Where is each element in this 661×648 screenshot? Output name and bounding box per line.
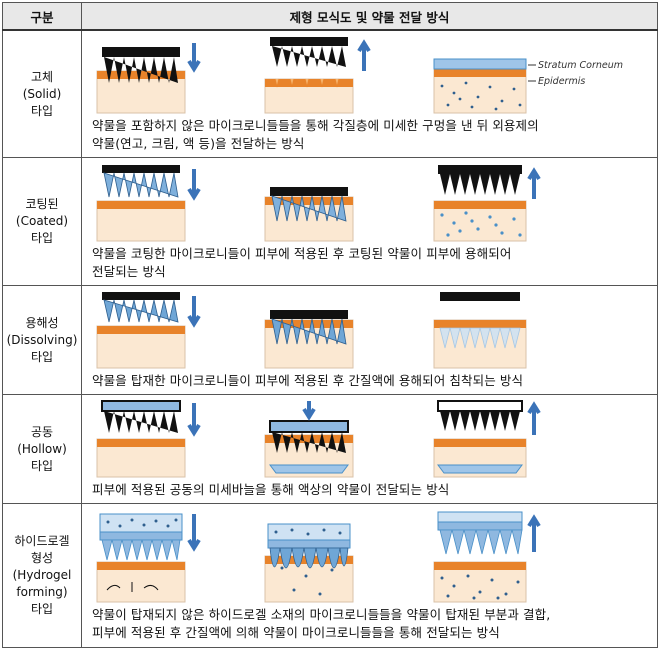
type-cell-solid: 고체 (Solid) 타입	[2, 29, 82, 158]
description-hydrogel: 약물이 탑재되지 않은 하이드로겔 소재의 마이크로니들들을 약물이 탑재된 부…	[82, 606, 657, 646]
description-line: 전달되는 방식	[92, 263, 166, 279]
table-row-coated: 코팅된 (Coated) 타입	[2, 157, 658, 286]
type-cell-dissolving: 용해성 (Dissolving) 타입	[2, 285, 82, 395]
annotation-stratum-corneum: Stratum Corneum	[538, 60, 623, 71]
diagram-dissolving	[96, 292, 527, 369]
header-type: 구분	[2, 2, 82, 31]
description-line: 약물(연고, 크림, 액 등)을 전달하는 방식	[92, 136, 305, 151]
type-cell-hydrogel: 하이드로겔 형성 (Hydrogel forming) 타입	[2, 503, 82, 648]
description-line: 약물을 포함하지 않은 마이크로니들들을 통해 각질층에 미세한 구멍을 낸 뒤…	[92, 118, 539, 133]
arrow-down-icon	[187, 43, 201, 73]
type-label-line: 공동	[30, 424, 54, 439]
dissolving-panel-approach	[96, 292, 201, 369]
description-line: 약물을 코팅한 마이크로니들이 피부에 적용된 후 코팅된 약물이 피부에 용해…	[92, 245, 512, 261]
coated-panel-approach	[96, 164, 201, 241]
content-cell-coated: 약물을 코팅한 마이크로니들이 피부에 적용된 후 코팅된 약물이 피부에 용해…	[81, 157, 658, 286]
type-label-line: 하이드로겔	[14, 534, 70, 548]
arrow-down-icon	[187, 403, 201, 437]
diagram-hydrogel	[96, 511, 541, 602]
arrow-down-icon	[302, 401, 316, 421]
hydrogel-panel-released	[433, 511, 541, 602]
table-row-dissolving: 용해성 (Dissolving) 타입	[2, 285, 658, 395]
table-row-solid: 고체 (Solid) 타입	[2, 29, 658, 158]
table-row-hollow: 공동 (Hollow) 타입	[2, 394, 658, 504]
type-label-line: forming)	[16, 585, 68, 599]
dissolving-panel-dissolved	[433, 292, 527, 369]
diagram-solid: Stratum Corneum Epidermis	[96, 37, 623, 114]
arrow-up-icon	[527, 401, 541, 435]
description-line: 피부에 적용된 공동의 미세바늘을 통해 액상의 약물이 전달되는 방식	[92, 482, 450, 497]
type-label-line: 타입	[30, 103, 54, 118]
hollow-panel-approach	[96, 400, 201, 478]
hollow-panel-remove	[433, 400, 541, 478]
type-label-line: (Solid)	[22, 86, 62, 101]
hollow-panel-injecting	[264, 401, 354, 478]
description-dissolving: 약물을 탑재한 마이크로니들이 피부에 적용된 후 간질액에 용해되어 침착되는…	[82, 372, 657, 394]
content-cell-hydrogel: 약물이 탑재되지 않은 하이드로겔 소재의 마이크로니들들을 약물이 탑재된 부…	[81, 503, 658, 648]
description-coated: 약물을 코팅한 마이크로니들이 피부에 적용된 후 코팅된 약물이 피부에 용해…	[82, 245, 657, 285]
dissolving-panel-inserted	[264, 310, 354, 369]
type-label-line: 형성	[30, 551, 54, 565]
type-label-line: (Hollow)	[17, 441, 67, 456]
solid-panel-apply	[96, 43, 201, 114]
type-label-line: 고체	[30, 69, 54, 84]
type-label-line: 타입	[30, 231, 54, 245]
type-label-line: (Hydrogel	[12, 568, 72, 582]
solid-panel-drug: Stratum Corneum Epidermis	[433, 58, 623, 114]
table-row-hydrogel: 하이드로겔 형성 (Hydrogel forming) 타입	[2, 503, 658, 648]
content-cell-solid: Stratum Corneum Epidermis 약물을 포함하지 않은 마이…	[81, 29, 658, 158]
type-label-line: 코팅된	[25, 197, 59, 211]
annotation-epidermis: Epidermis	[538, 76, 585, 87]
arrow-down-icon	[187, 296, 201, 328]
type-label-line: (Dissolving)	[6, 332, 78, 347]
coated-panel-inserted	[264, 186, 354, 241]
header-row: 구분 제형 모식도 및 약물 전달 방식	[2, 2, 658, 31]
type-label-line: 타입	[30, 602, 54, 616]
arrow-down-icon	[187, 513, 201, 552]
description-line: 피부에 적용된 후 간질액에 의해 약물이 마이크로니들들을 통해 전달되는 방…	[92, 624, 500, 640]
hydrogel-panel-approach	[96, 513, 201, 602]
coated-panel-released	[433, 164, 541, 241]
type-label-line: 타입	[30, 349, 54, 364]
diagram-hollow	[96, 400, 541, 478]
type-label-line: 타입	[30, 458, 54, 473]
diagram-coated	[96, 164, 541, 241]
description-hollow: 피부에 적용된 공동의 미세바늘을 통해 액상의 약물이 전달되는 방식	[82, 481, 657, 503]
type-label-line: (Coated)	[15, 214, 69, 228]
header-content: 제형 모식도 및 약물 전달 방식	[81, 2, 658, 31]
arrow-down-icon	[187, 168, 201, 201]
arrow-up-icon	[527, 513, 541, 552]
content-cell-hollow: 피부에 적용된 공동의 미세바늘을 통해 액상의 약물이 전달되는 방식	[81, 394, 658, 504]
arrow-up-icon	[357, 39, 371, 71]
solid-panel-remove	[264, 37, 371, 114]
type-cell-coated: 코팅된 (Coated) 타입	[2, 157, 82, 286]
type-label-line: 용해성	[25, 315, 59, 330]
content-cell-dissolving: 약물을 탑재한 마이크로니들이 피부에 적용된 후 간질액에 용해되어 침착되는…	[81, 285, 658, 395]
description-solid: 약물을 포함하지 않은 마이크로니들들을 통해 각질층에 미세한 구멍을 낸 뒤…	[82, 117, 657, 157]
hydrogel-panel-swelling	[264, 523, 354, 602]
description-line: 약물이 탑재되지 않은 하이드로겔 소재의 마이크로니들들을 약물이 탑재된 부…	[92, 606, 551, 622]
arrow-up-icon	[527, 166, 541, 199]
type-cell-hollow: 공동 (Hollow) 타입	[2, 394, 82, 504]
description-line: 약물을 탑재한 마이크로니들이 피부에 적용된 후 간질액에 용해되어 침착되는…	[92, 373, 524, 388]
